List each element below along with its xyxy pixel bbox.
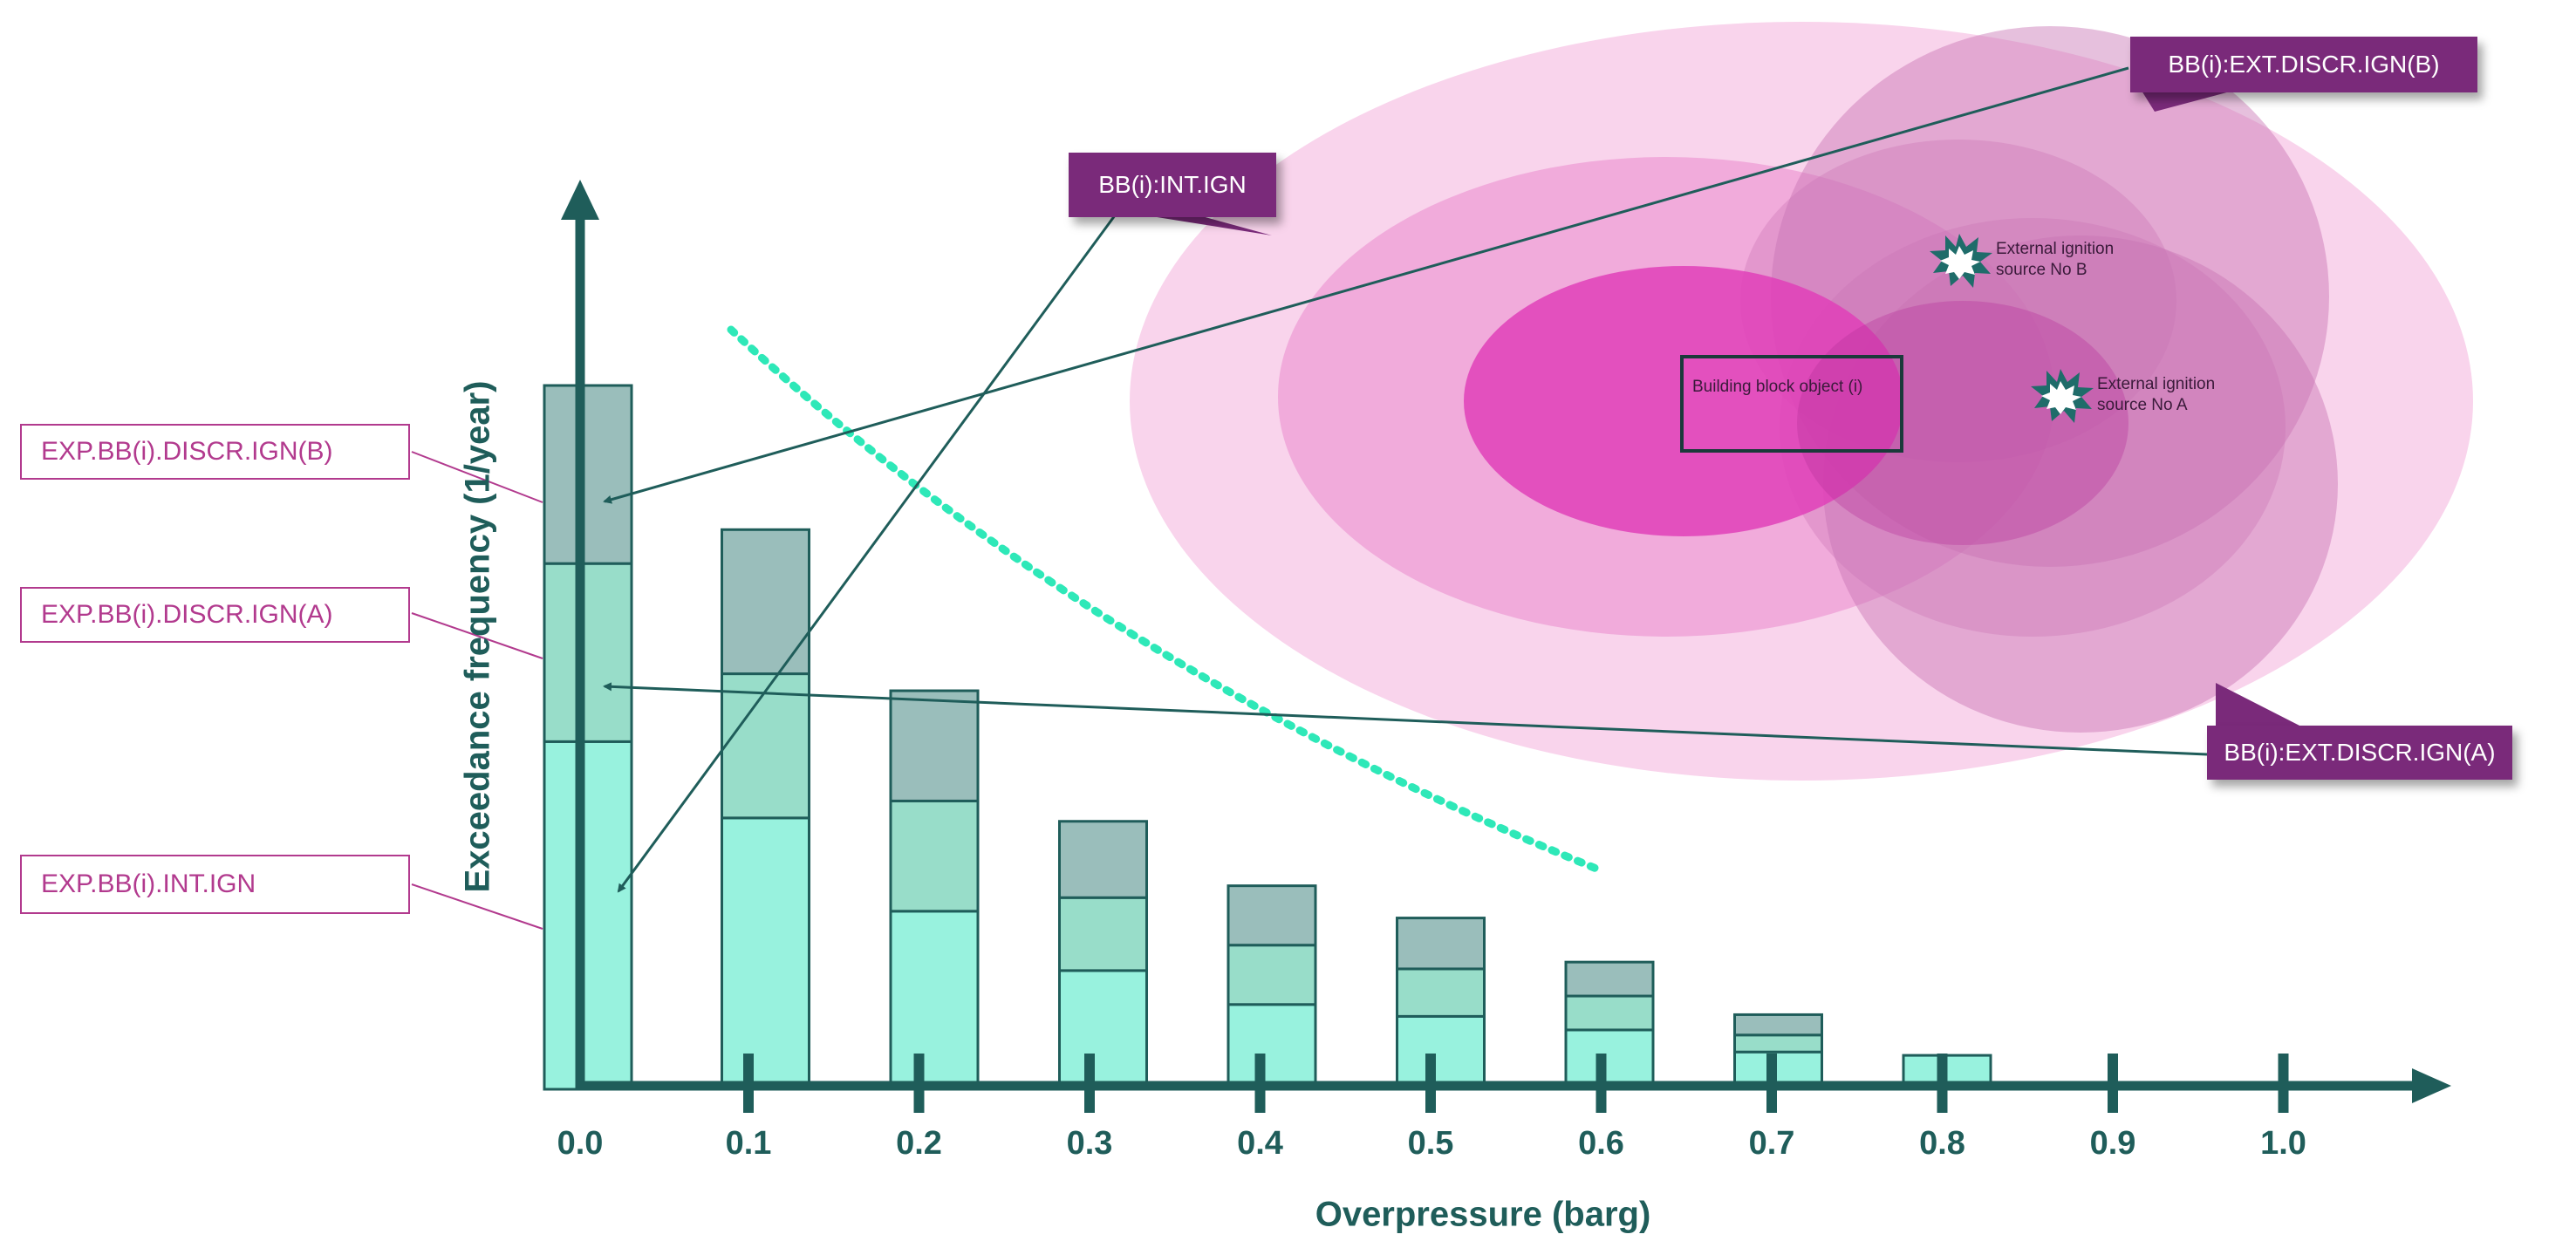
explosion-icon — [1930, 234, 1992, 288]
arrow-ext-a — [603, 682, 2208, 756]
bar-segment-int-ign — [1227, 1003, 1317, 1091]
x-tick-label: 0.1 — [725, 1125, 772, 1162]
x-tick — [1425, 1054, 1436, 1113]
leader-line-int — [411, 883, 543, 930]
x-tick — [1766, 1054, 1777, 1113]
bar-segment-int-ign — [543, 740, 633, 1091]
x-tick-label: 0.9 — [2089, 1125, 2136, 1162]
label-exp-int-ign: EXP.BB(i).INT.IGN — [20, 855, 410, 914]
x-ticks — [743, 1054, 2289, 1113]
arrow-ext-b — [603, 66, 2129, 504]
bar-segment-discr-ign-a — [543, 562, 633, 743]
source-a-core — [1797, 301, 2128, 545]
x-tick-label: 1.0 — [2260, 1125, 2306, 1162]
x-tick — [2108, 1054, 2118, 1113]
x-tick — [1084, 1054, 1095, 1113]
building-block-label: Building block object (i) — [1692, 378, 1863, 396]
callout-ext-discr-ign-b: BB(i):EXT.DISCR.IGN(B) — [2130, 37, 2477, 92]
x-tick — [2278, 1054, 2289, 1113]
x-tick — [1937, 1054, 1948, 1113]
bar-segment-int-ign — [1396, 1014, 1486, 1091]
label-exp-discr-ign-a: EXP.BB(i).DISCR.IGN(A) — [20, 587, 410, 643]
callout-tail-ext-b — [2142, 91, 2233, 112]
bar-segment-discr-ign-b — [1227, 884, 1317, 947]
x-tick — [743, 1054, 754, 1113]
leader-line-b — [411, 451, 543, 503]
x-tick-label: 0.8 — [1919, 1125, 1965, 1162]
bar-segment-discr-ign-a — [1058, 896, 1148, 972]
bars — [543, 384, 1992, 1091]
source-b-line2: source No B — [1996, 261, 2087, 279]
callout-ext-discr-ign-a: BB(i):EXT.DISCR.IGN(A) — [2207, 726, 2512, 780]
y-axis-title: Exceedance frequency (1/year) — [458, 380, 497, 893]
x-tick-label: 0.0 — [557, 1125, 604, 1162]
source-b-label: External ignition source No B — [1996, 239, 2114, 281]
x-tick — [913, 1054, 925, 1113]
x-tick-label: 0.2 — [896, 1125, 942, 1162]
bar-segment-int-ign — [721, 816, 810, 1091]
x-tick — [1254, 1054, 1266, 1113]
x-tick-label: 0.6 — [1578, 1125, 1624, 1162]
arrow-int-ign — [617, 198, 1129, 893]
bar-segment-discr-ign-a — [1227, 944, 1317, 1006]
source-a-zone-large — [1823, 235, 2338, 733]
x-tick — [1595, 1054, 1607, 1113]
bar-segment-discr-ign-a — [1733, 1033, 1823, 1054]
callout-tail-int — [1151, 216, 1272, 235]
source-b-zone-large — [1771, 26, 2329, 567]
explosion-icon — [2031, 369, 2094, 423]
label-exp-discr-ign-b: EXP.BB(i).DISCR.IGN(B) — [20, 424, 410, 480]
source-a-line1: External ignition — [2097, 375, 2216, 393]
x-tick-label: 0.3 — [1066, 1125, 1113, 1162]
bar-segment-discr-ign-b — [889, 689, 980, 802]
x-axis-arrow — [2412, 1068, 2451, 1103]
bar-segment-discr-ign-b — [543, 384, 633, 565]
x-tick-label: 0.7 — [1748, 1125, 1795, 1162]
source-b-line1: External ignition — [1996, 240, 2115, 258]
dotted-trend-curve — [727, 325, 1601, 873]
callout-int-ign: BB(i):INT.IGN — [1069, 153, 1276, 217]
source-a-label: External ignition source No A — [2097, 374, 2215, 416]
building-block-box — [1680, 355, 1903, 453]
bar-segment-int-ign — [1058, 969, 1148, 1091]
x-tick-label: 0.5 — [1407, 1125, 1454, 1162]
bar-segment-discr-ign-a — [889, 799, 980, 913]
source-a-line2: source No A — [2097, 396, 2188, 414]
bar-segment-discr-ign-b — [721, 528, 810, 676]
bar-segment-discr-ign-a — [1396, 967, 1486, 1018]
bar-segment-int-ign — [1564, 1028, 1655, 1091]
x-axis-title: Overpressure (barg) — [1315, 1195, 1651, 1234]
leader-line-a — [411, 612, 543, 659]
bar-segment-discr-ign-b — [1733, 1013, 1823, 1037]
callout-tail-ext-a — [2216, 683, 2303, 727]
bar-segment-int-ign — [889, 910, 980, 1091]
source-a-zone-small — [1780, 218, 2286, 637]
bar-segment-discr-ign-b — [1564, 960, 1655, 998]
bar-segment-discr-ign-a — [721, 672, 810, 820]
bar-segment-discr-ign-b — [1396, 917, 1486, 971]
bar-segment-discr-ign-a — [1564, 994, 1655, 1032]
bar-segment-discr-ign-b — [1058, 820, 1148, 899]
y-axis-arrow — [561, 180, 599, 220]
x-tick-label: 0.4 — [1237, 1125, 1283, 1162]
